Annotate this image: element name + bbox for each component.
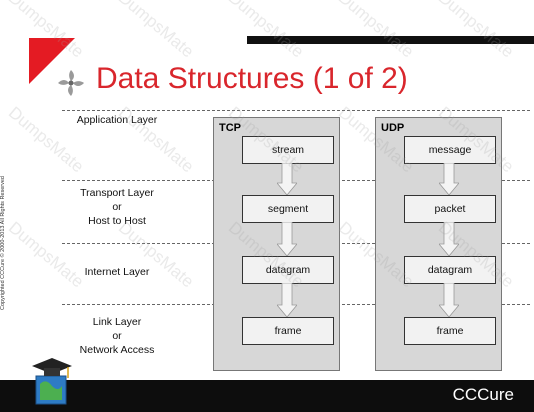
copyright-notice: Copyrighted CCCure © 2000-2013 All Right… <box>0 176 6 310</box>
bottom-black-bar <box>0 380 534 412</box>
tcp-column-title: TCP <box>219 122 241 134</box>
down-arrow-icon <box>439 163 459 195</box>
tcp-datagram-box: datagram <box>242 256 334 284</box>
top-black-bar <box>247 36 534 44</box>
tcp-column: TCP stream segment datagram frame <box>213 117 340 371</box>
watermark: DumpsMate <box>4 217 88 292</box>
udp-packet-box: packet <box>404 195 496 223</box>
udp-frame-box: frame <box>404 317 496 345</box>
tcp-segment-box: segment <box>242 195 334 223</box>
red-corner-decoration <box>29 38 75 84</box>
udp-column-title: UDP <box>381 122 405 134</box>
graduation-globe-logo-icon <box>32 358 72 405</box>
tcp-frame-box: frame <box>242 317 334 345</box>
swirl-logo-icon <box>58 70 84 96</box>
tcp-stream-box: stream <box>242 136 334 164</box>
down-arrow-icon <box>439 222 459 256</box>
brand-name: CCCure <box>452 385 514 404</box>
watermark: DumpsMate <box>334 0 418 62</box>
layer-separator <box>62 110 530 111</box>
watermark: DumpsMate <box>114 0 198 62</box>
udp-message-box: message <box>404 136 496 164</box>
down-arrow-icon <box>277 222 297 256</box>
watermark: DumpsMate <box>224 0 308 62</box>
layer-label-application: Application Layer <box>76 114 158 126</box>
watermark: DumpsMate <box>434 0 518 62</box>
layer-label-link: Link Layer or Network Access <box>79 316 155 356</box>
udp-datagram-box: datagram <box>404 256 496 284</box>
slide-title: Data Structures (1 of 2) <box>96 62 408 95</box>
down-arrow-icon <box>277 163 297 195</box>
layer-label-internet: Internet Layer <box>84 266 150 278</box>
down-arrow-icon <box>277 283 297 317</box>
udp-column: UDP message packet datagram frame <box>375 117 502 371</box>
down-arrow-icon <box>439 283 459 317</box>
layer-label-transport: Transport Layer or Host to Host <box>80 187 154 227</box>
watermark: DumpsMate <box>114 217 198 292</box>
